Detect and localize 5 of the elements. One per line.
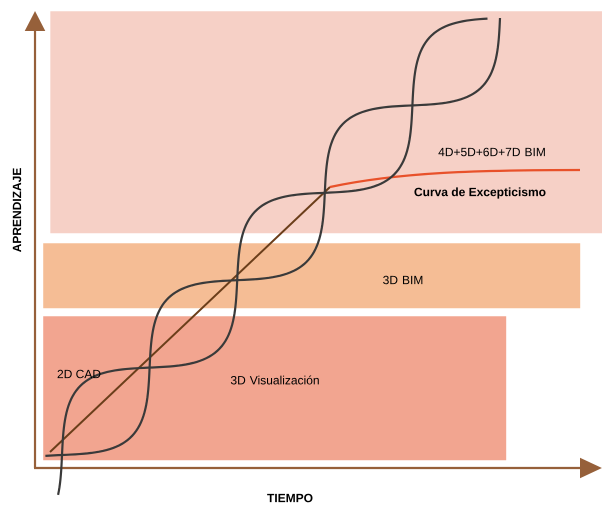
axis-label: TIEMPO (267, 494, 312, 502)
curve-label: 2D CAD (58, 370, 100, 378)
curve-label: Curva de Excepticismo (414, 187, 546, 199)
axis-label: APRENDIZAJE (12, 168, 22, 252)
band: 3D BIM (43, 243, 580, 308)
